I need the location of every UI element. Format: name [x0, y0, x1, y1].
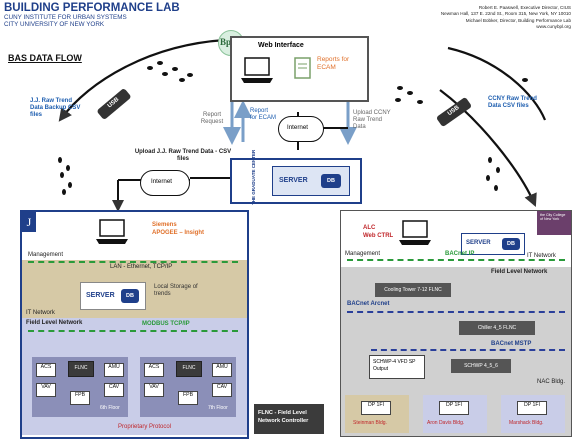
jj-local-storage: Local Storage of trends [154, 284, 198, 298]
device-flnc: FLNC [176, 361, 202, 377]
org-title: BUILDING PERFORMANCE LAB [4, 2, 180, 14]
flnc-legend: FLNC - Field Level Network Controller [254, 404, 324, 434]
bacnet-arcnet-label: BACnet Arcnet [347, 301, 390, 307]
server-panel: SERVER DB [272, 166, 350, 196]
web-interface-title: Web Interface [258, 42, 304, 49]
siemens-label: Siemens [152, 222, 177, 228]
web-ctrl-label: Web CTRL [363, 233, 394, 239]
marshack-bldg: DP 1FI Marshack Bldg. [501, 395, 565, 433]
alc-label: ALC [363, 225, 376, 231]
ccny-workstation-icon [399, 220, 431, 245]
ccny-usb-label: CCNY Raw Trend Data CSV files [488, 96, 537, 110]
jj-workstation-icon [96, 219, 128, 244]
apogee-label: APOGEE – Insight [152, 230, 205, 236]
device-amu: AMU [212, 363, 232, 377]
schwp-flnc: SCHWP 4_5_6 [451, 359, 511, 373]
jj-usb-label: J.J. Raw Trend Data Backup CSV files [30, 98, 81, 119]
report-request-label: Report Request [200, 112, 224, 126]
jj-panel: J Siemens APOGEE – Insight Management LA… [20, 210, 249, 439]
report-for-ecam-label: Report for ECAM [250, 108, 277, 122]
dp-sensor: DP 1FI [361, 401, 391, 415]
internet-cloud-top: Internet [278, 116, 324, 142]
ccny-panel: the City College of New York ALC Web CTR… [340, 210, 572, 437]
internet-cloud-left: Internet [140, 170, 190, 196]
dp-sensor: DP 1FI [439, 401, 469, 415]
device-cav: CAV [104, 383, 124, 397]
reports-for-ecam: Reports for ECAM [317, 56, 350, 71]
dp-sensor: DP 1FI [517, 401, 547, 415]
page-title: BAS DATA FLOW [8, 53, 82, 63]
jj-floor7-panel: ACS FLNC AMU VAV FPB CAV 7th Floor [140, 357, 236, 417]
bacnet-ip-label: BACnet IP [445, 251, 475, 257]
schwp-vfd-box: SCHWP-4 VFD SP Output [369, 355, 425, 379]
grad-center-logo: THE GRADUATE CENTER [251, 149, 257, 205]
nac-bldg-label: NAC Bldg. [537, 379, 566, 385]
aron-davis-bldg: DP 1FI Aron Davis Bldg. [423, 395, 487, 433]
jj-it-network: IT Network [26, 310, 55, 316]
upload-ccny-label: Upload CCNY Raw Trend Data [353, 110, 391, 131]
chiller-flnc: Chiller 4_5 FLNC [459, 321, 535, 335]
contact-line-3: Michael Bobker, Director, Building Perfo… [465, 18, 571, 23]
jj-field-level: Field Level Network [26, 320, 83, 326]
jj-floor6-panel: ACS FLNC AMU VAV FPB CAV 6th Floor [32, 357, 128, 417]
ccny-server-box: SERVER DB [461, 233, 525, 255]
floor7-label: 7th Floor [208, 405, 228, 411]
ccny-it-network: IT Network [527, 253, 556, 259]
device-amu: AMU [104, 363, 124, 377]
ccny-field-level: Field Level Network [491, 269, 548, 275]
jj-logo: J [22, 212, 36, 232]
jj-management: Management [28, 252, 64, 258]
device-fpb: FPB [70, 391, 90, 405]
bacnet-mstp-label: BACnet MSTP [491, 341, 532, 347]
contact-line-2: Newman Hall, 137 E. 22nd St., Room 315, … [440, 11, 571, 16]
jj-modbus-line [28, 330, 238, 332]
jj-lan-label: LAN - Ethernet, TCP/IP [110, 264, 173, 270]
jj-server-box: SERVER DB [80, 282, 146, 310]
report-document-icon [294, 57, 311, 79]
device-acs: ACS [144, 363, 164, 377]
contact-line-1: Robert E. Paaswell, Executive Director, … [478, 5, 571, 10]
device-cav: CAV [212, 383, 232, 397]
floor6-label: 6th Floor [100, 405, 120, 411]
web-interface-box: Web Interface Reports for ECAM [230, 36, 369, 102]
cooling-tower-flnc: Cooling Tower 7-12 FLNC [375, 283, 451, 297]
ccny-bacnet-ip-line [347, 259, 565, 261]
proprietary-label: Proprietary Protocol [118, 424, 172, 430]
server-label: SERVER [279, 177, 308, 184]
bpl-logo-text: BpL [220, 37, 238, 47]
grad-center-server: THE GRADUATE CENTER SERVER DB [230, 149, 362, 205]
org-university: CITY UNIVERSITY OF NEW YORK [4, 21, 105, 28]
ccny-management: Management [345, 251, 381, 257]
device-flnc: FLNC [68, 361, 94, 377]
org-subtitle: CUNY INSTITUTE FOR URBAN SYSTEMS [4, 14, 127, 21]
ccny-logo: the City College of New York [537, 211, 571, 235]
flnc-legend-text: FLNC - Field Level Network Controller [258, 410, 309, 424]
device-acs: ACS [36, 363, 56, 377]
bacnet-arcnet-line [347, 311, 565, 313]
device-fpb: FPB [178, 391, 198, 405]
steinman-bldg: DP 1FI Steinman Bldg. [345, 395, 409, 433]
device-vav: VAV [144, 383, 164, 397]
jj-db-icon: DB [121, 289, 139, 303]
bacnet-mstp-line [371, 349, 565, 351]
internet-top-label: Internet [287, 124, 308, 131]
jj-modbus-label: MODBUS TCP/IP [142, 321, 190, 327]
device-vav: VAV [36, 383, 56, 397]
db-icon: DB [321, 174, 341, 188]
jj-lan-line [28, 261, 238, 263]
laptop-icon [241, 57, 273, 83]
jj-upload-label: Upload J.J. Raw Trend Data - CSV files [134, 149, 232, 163]
contact-line-4: www.cunybpl.org [536, 24, 571, 29]
ccny-db-icon: DB [502, 238, 520, 250]
